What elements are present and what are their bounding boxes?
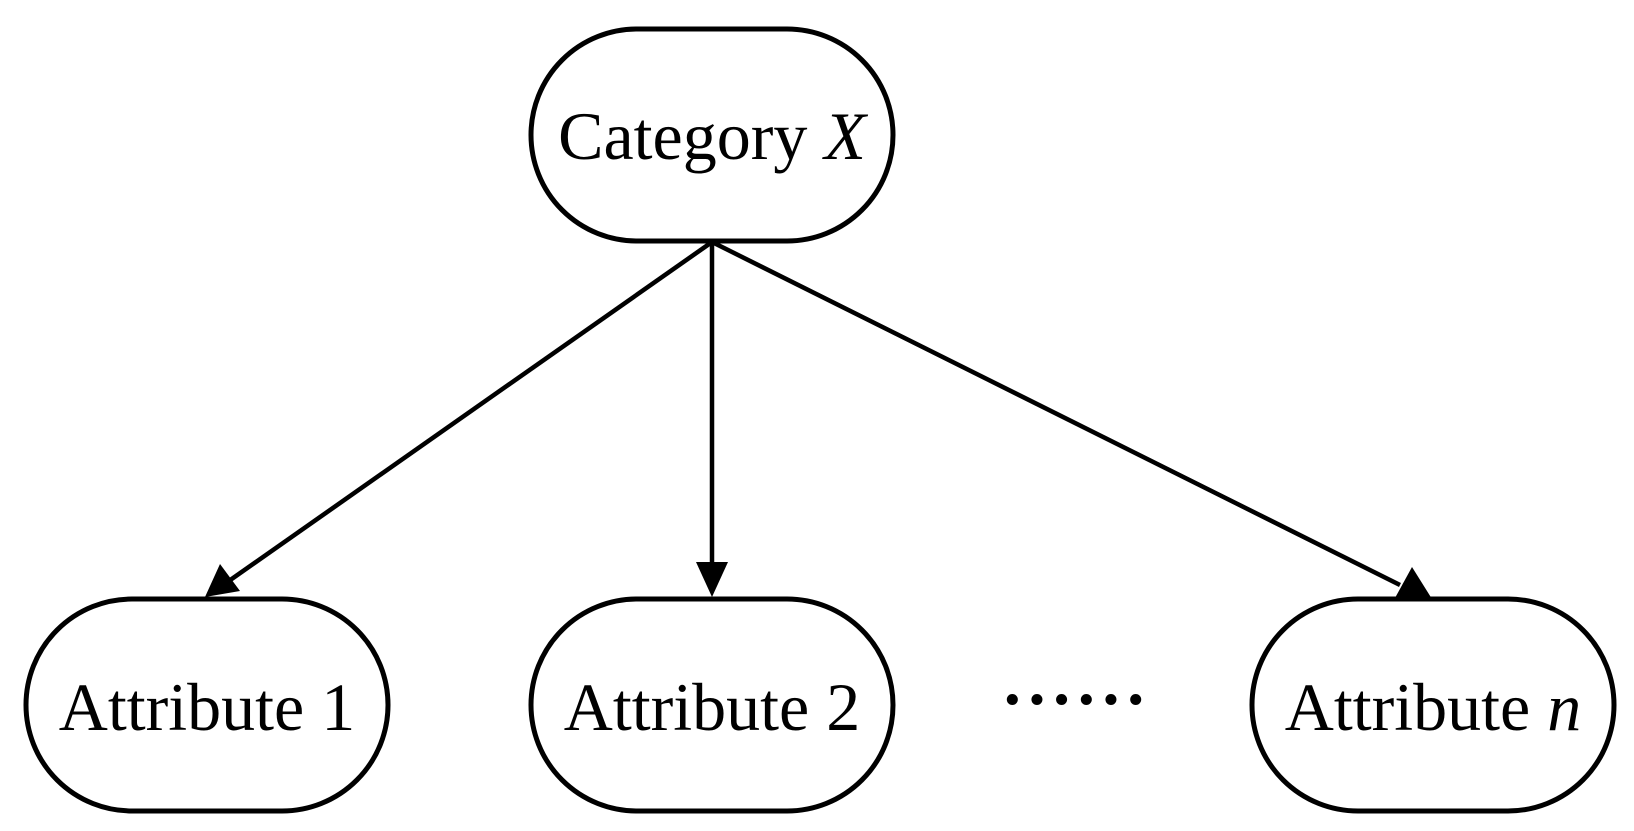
node-attribute-1-shape [23,596,391,814]
node-attribute-n-label: Attribute n [1285,669,1582,745]
node-attribute-n: Attribute n [1249,596,1617,814]
node-attribute-n-variable: n [1547,669,1581,745]
edge-category-to-attribute-n [710,239,1402,588]
node-category-shape [528,26,896,244]
node-attribute-n-text: Attribute [1285,669,1548,745]
node-attribute-2-shape [528,596,896,814]
node-attribute-1: Attribute 1 [23,596,391,814]
node-category-variable: X [821,98,868,174]
arrowhead-attribute-n [1395,567,1432,599]
node-attribute-1-label: Attribute 1 [59,669,356,745]
ellipsis-dots: ······ [1001,661,1149,737]
node-category: Category X [528,26,896,244]
arrowhead-attribute-2 [696,562,728,597]
node-category-label: Category X [558,98,868,174]
edge-category-to-attribute-1 [224,240,714,585]
node-attribute-n-shape [1249,596,1617,814]
arrowhead-attribute-1 [205,564,240,597]
node-attribute-2: Attribute 2 [528,596,896,814]
node-category-text: Category [558,98,824,174]
edges [205,239,1432,599]
node-attribute-2-label: Attribute 2 [564,669,861,745]
